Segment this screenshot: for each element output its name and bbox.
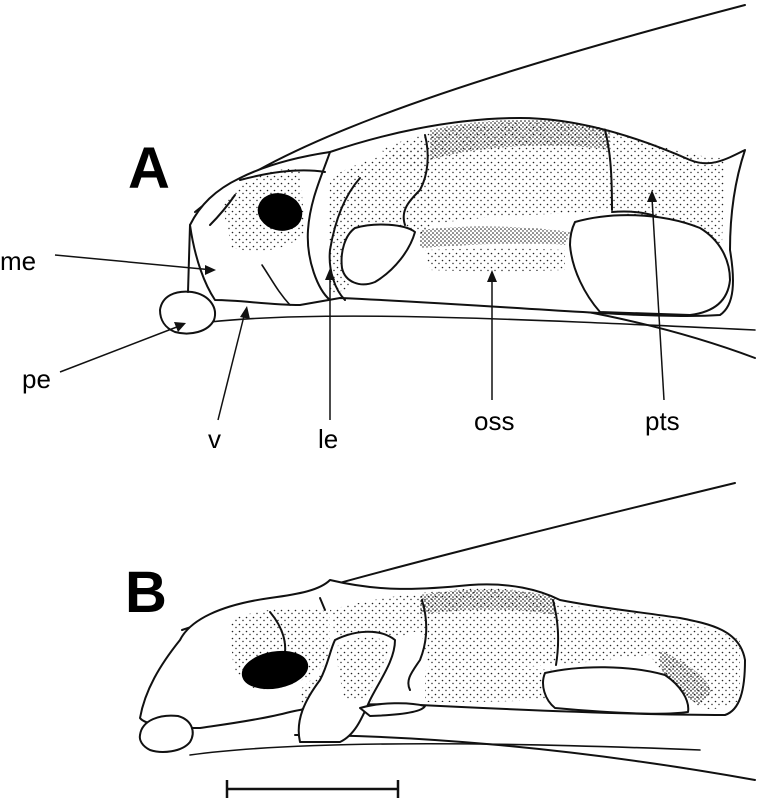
panel-b-sphenoid-stipple (425, 669, 555, 703)
panel-a-premaxilla (160, 292, 215, 334)
label-le: le (318, 424, 338, 454)
panel-b-parasphenoid-bar (360, 703, 425, 716)
panel-a-sphenoid-stipple (425, 249, 565, 272)
label-pts: pts (645, 406, 680, 436)
pe-arrow (60, 325, 182, 372)
panel-b-ventral-outline (295, 735, 755, 780)
panel-b: B (125, 483, 755, 780)
v-arrow (218, 312, 245, 420)
label-oss: oss (474, 406, 514, 436)
scale-bar (227, 780, 398, 798)
panel-b-premaxilla (140, 716, 193, 752)
label-v: v (208, 424, 221, 454)
panel-b-letter: B (125, 560, 167, 625)
v-arrowhead (240, 306, 250, 319)
panel-a: A (0, 5, 755, 454)
panel-a-vomer-line (210, 316, 755, 330)
label-me: me (0, 246, 36, 276)
panel-a-mesethmoid-front-edge (188, 225, 190, 292)
panel-b-vomer-line (190, 744, 700, 755)
panel-a-letter: A (128, 136, 170, 201)
label-pe: pe (22, 364, 51, 394)
